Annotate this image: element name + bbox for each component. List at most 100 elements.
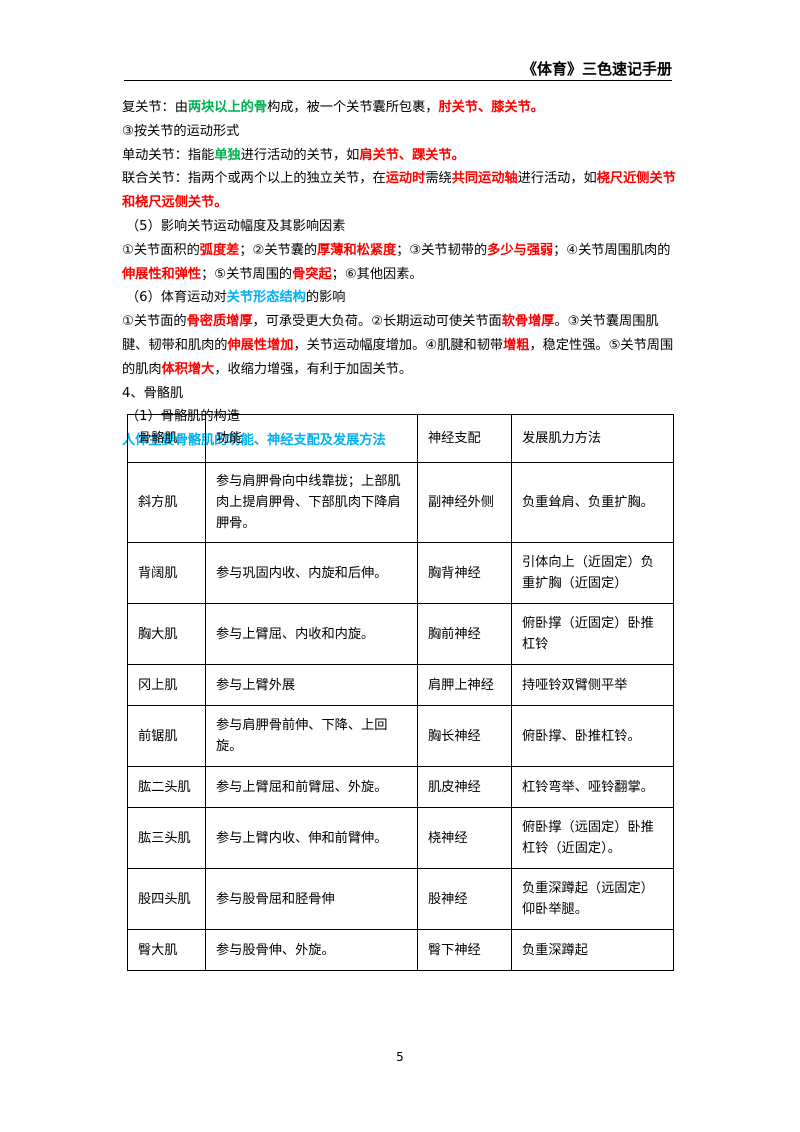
table-cell: 杠铃弯举、哑铃翻掌。 [511, 766, 674, 808]
text-run: 。③关节囊周围肌腱、韧带和肌肉的 [122, 314, 659, 353]
table-cell: 参与股骨伸、外旋。 [205, 929, 418, 971]
text-run: ，收缩力增强，有利于加固关节。 [214, 361, 413, 377]
highlight-text: 肩关节、踝关节。 [359, 147, 465, 163]
table-row: 斜方肌参与肩胛骨向中线靠拢；上部肌肉上提肩胛骨、下部肌肉下降肩胛骨。副神经外侧负… [127, 462, 674, 543]
text-run: ；⑤关节周围的 [201, 266, 293, 282]
header-nerve: 神经支配 [417, 414, 512, 463]
table-row: 股四头肌参与股骨屈和胫骨伸股神经负重深蹲起（远固定）仰卧举腿。 [127, 868, 674, 930]
text-run: （5）影响关节运动幅度及其影响因素 [126, 218, 346, 234]
highlight-text: 骨突起 [292, 266, 332, 282]
highlight-text: 厚薄和松紧度 [317, 242, 397, 258]
table-cell: 胸背神经 [417, 542, 512, 604]
table-cell: 副神经外侧 [417, 462, 512, 543]
table-cell: 胸长神经 [417, 705, 512, 767]
table-cell: 参与巩固内收、内旋和后伸。 [205, 542, 418, 604]
body-text: 复关节：由两块以上的骨构成，被一个关节囊所包裹，肘关节、膝关节。 ③按关节的运动形… [122, 96, 678, 453]
table-cell: 参与肩胛骨前伸、下降、上回旋。 [205, 705, 418, 767]
table-cell: 俯卧撑（远固定）卧推杠铃（近固定）。 [511, 807, 674, 869]
highlight-text: 弧度差 [199, 242, 240, 258]
page-number: 5 [396, 1050, 404, 1064]
table-cell: 参与肩胛骨向中线靠拢；上部肌肉上提肩胛骨、下部肌肉下降肩胛骨。 [205, 462, 418, 543]
paragraph: ③按关节的运动形式 [122, 120, 678, 144]
text-run: ①关节面的 [122, 314, 187, 330]
table-cell: 负重耸肩、负重扩胸。 [511, 462, 674, 543]
text-run: ；③关节韧带的 [396, 242, 488, 258]
table-cell: 股神经 [417, 868, 512, 930]
table-cell: 冈上肌 [127, 664, 206, 706]
table-cell: 肌皮神经 [417, 766, 512, 808]
text-run: ；④关节周围肌肉的 [553, 242, 671, 258]
highlight-text: 两块以上的骨 [187, 100, 268, 115]
highlight-text: 伸展性增加 [227, 337, 294, 353]
paragraph: ①关节面的骨密质增厚，可承受更大负荷。②长期运动可使关节面软骨增厚。③关节囊周围… [122, 310, 678, 381]
table-cell: 参与上臂屈和前臂屈、外旋。 [205, 766, 418, 808]
table-cell: 胸前神经 [417, 603, 512, 665]
text-run: ①关节面积的 [122, 242, 200, 258]
highlight-text: 伸展性和弹性 [122, 266, 202, 282]
text-run: ，关节运动幅度增加。④肌腱和韧带 [293, 337, 504, 353]
text-run: 复关节：由 [122, 100, 188, 115]
highlight-text: 共同运动轴 [451, 171, 518, 187]
table-row: 臀大肌参与股骨伸、外旋。臀下神经负重深蹲起 [127, 929, 674, 971]
table-row: 冈上肌参与上臂外展肩胛上神经持哑铃双臂侧平举 [127, 664, 674, 706]
highlight-text: 体积增大 [161, 361, 215, 377]
table-cell: 负重深蹲起 [511, 929, 674, 971]
table-cell: 前锯肌 [127, 705, 206, 767]
paragraph: 4、骨骼肌 [122, 382, 678, 406]
text-run: 构成，被一个关节囊所包裹， [267, 100, 439, 115]
highlight-text: 桡尺近侧关节和桡尺远侧关节。 [122, 171, 676, 211]
table-cell: 斜方肌 [127, 462, 206, 543]
header-rule [124, 80, 672, 81]
text-run: 联合关节：指两个或两个以上的独立关节，在 [122, 171, 386, 187]
text-run: ，稳定性强。⑤关节周围的肌肉 [122, 337, 674, 377]
highlight-text: 肘关节、膝关节。 [438, 100, 545, 115]
table-cell: 引体向上（近固定）负重扩胸（近固定） [511, 542, 674, 604]
table-cell: 参与股骨屈和胫骨伸 [205, 868, 418, 930]
table-cell: 俯卧撑（近固定）卧推杠铃 [511, 603, 674, 665]
header-function: 功能 [205, 414, 418, 463]
table-row: 前锯肌参与肩胛骨前伸、下降、上回旋。胸长神经俯卧撑、卧推杠铃。 [127, 705, 674, 767]
table-row: 肱三头肌参与上臂内收、伸和前臂伸。桡神经俯卧撑（远固定）卧推杠铃（近固定）。 [127, 807, 674, 869]
table-row: 胸大肌参与上臂屈、内收和内旋。胸前神经俯卧撑（近固定）卧推杠铃 [127, 603, 674, 665]
table-cell: 臀大肌 [127, 929, 206, 971]
table-cell: 股四头肌 [127, 868, 206, 930]
highlight-text: 软骨增厚 [501, 314, 555, 330]
running-header: 《体育》三色速记手册 [521, 60, 672, 78]
text-run: 进行活动，如 [517, 171, 597, 187]
table-cell: 参与上臂屈、内收和内旋。 [205, 603, 418, 665]
text-run: ③按关节的运动形式 [122, 123, 240, 139]
paragraph: ①关节面积的弧度差；②关节囊的厚薄和松紧度；③关节韧带的多少与强弱；④关节周围肌… [122, 239, 678, 287]
table-row: 背阔肌参与巩固内收、内旋和后伸。胸背神经引体向上（近固定）负重扩胸（近固定） [127, 542, 674, 604]
table-cell: 持哑铃双臂侧平举 [511, 664, 674, 706]
table-cell: 臀下神经 [417, 929, 512, 971]
highlight-text: 关节形态结构 [226, 290, 306, 306]
table-cell: 胸大肌 [127, 603, 206, 665]
highlight-text: 运动时 [385, 171, 426, 187]
table-cell: 负重深蹲起（远固定）仰卧举腿。 [511, 868, 674, 930]
paragraph: 联合关节：指两个或两个以上的独立关节，在运动时需绕共同运动轴进行活动，如桡尺近侧… [122, 167, 678, 215]
table-cell: 肩胛上神经 [417, 664, 512, 706]
table-row: 肱二头肌参与上臂屈和前臂屈、外旋。肌皮神经杠铃弯举、哑铃翻掌。 [127, 766, 674, 808]
table-cell: 肱二头肌 [127, 766, 206, 808]
highlight-text: 多少与强弱 [487, 242, 554, 258]
paragraph: （5）影响关节运动幅度及其影响因素 [122, 215, 678, 239]
text-run: 单动关节：指能 [122, 147, 215, 163]
table-header-row: 骨骼肌 功能 神经支配 发展肌力方法 [127, 414, 674, 463]
text-run: 4、骨骼肌 [122, 385, 184, 401]
text-run: ；⑥其他因素。 [331, 266, 423, 282]
table-cell: 参与上臂内收、伸和前臂伸。 [205, 807, 418, 869]
paragraph: 单动关节：指能单独进行活动的关节，如肩关节、踝关节。 [122, 144, 678, 168]
table-cell: 肱三头肌 [127, 807, 206, 869]
text-run: 需绕 [425, 171, 452, 187]
table-cell: 俯卧撑、卧推杠铃。 [511, 705, 674, 767]
text-run: （6）体育运动对 [126, 290, 227, 306]
paragraph: （6）体育运动对关节形态结构的影响 [122, 286, 678, 310]
table-cell: 背阔肌 [127, 542, 206, 604]
paragraph: 复关节：由两块以上的骨构成，被一个关节囊所包裹，肘关节、膝关节。 [122, 96, 678, 120]
header-muscle: 骨骼肌 [127, 414, 206, 463]
text-run: 进行活动的关节，如 [240, 147, 360, 163]
table-cell: 参与上臂外展 [205, 664, 418, 706]
table-cell: 桡神经 [417, 807, 512, 869]
text-run: 的影响 [305, 290, 346, 306]
header-method: 发展肌力方法 [511, 414, 674, 463]
